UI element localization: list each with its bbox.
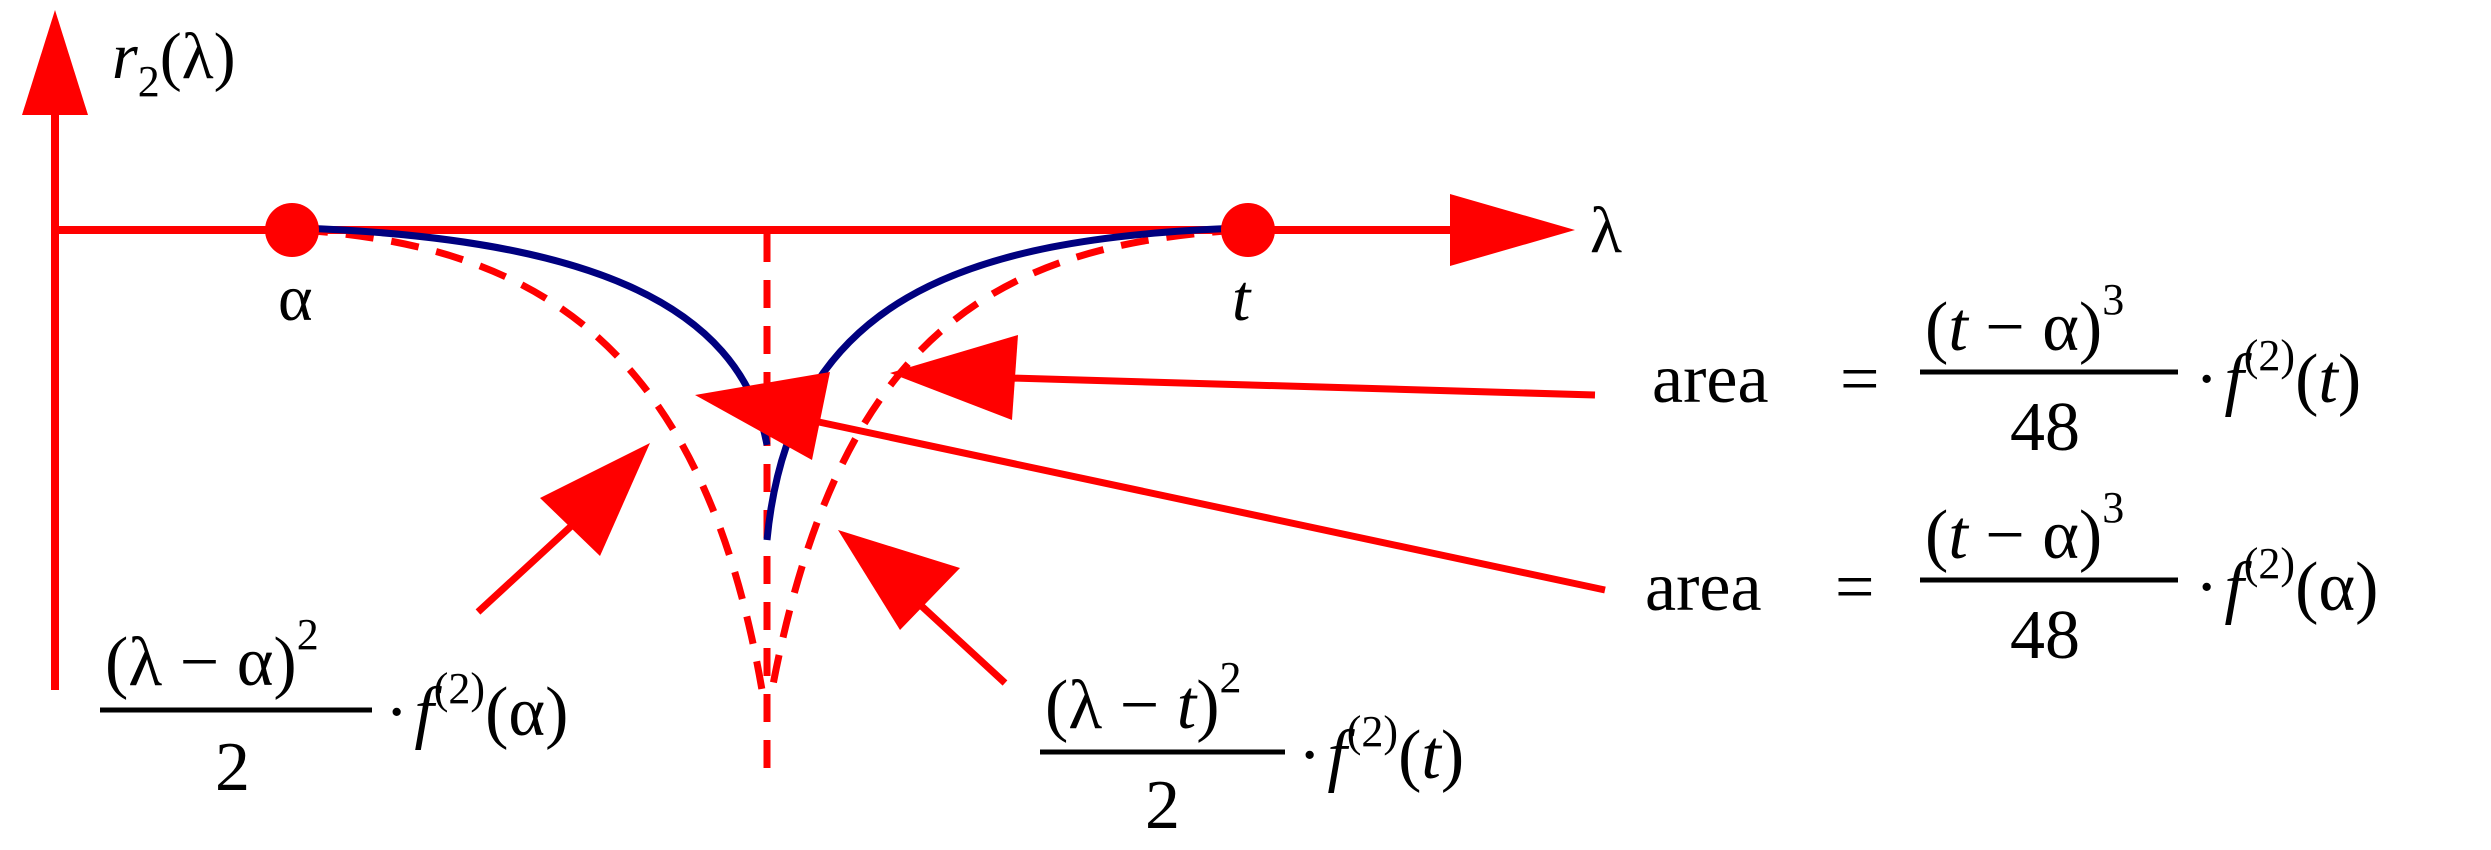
y-axis-label: r2(λ) — [112, 20, 236, 106]
arrow-area-alpha — [695, 372, 1606, 594]
svg-text:(t − α)3: (t − α)3 — [1925, 483, 2124, 574]
svg-text:=: = — [1840, 341, 1879, 418]
svg-text:2: 2 — [215, 729, 250, 806]
svg-text:·f(2)(α): ·f(2)(α) — [385, 664, 568, 751]
svg-text:·f(2)(t): ·f(2)(t) — [1298, 707, 1464, 794]
svg-text:(t − α)3: (t − α)3 — [1925, 275, 2124, 366]
svg-text:·f(2)(α): ·f(2)(α) — [2195, 539, 2378, 626]
svg-text:·f(2)(t): ·f(2)(t) — [2195, 331, 2361, 418]
solid-curve-right — [763, 224, 1241, 541]
point-t-label: t — [1232, 262, 1252, 335]
arrow-area-t — [890, 335, 1596, 420]
svg-text:48: 48 — [2010, 389, 2080, 466]
svg-text:(λ − α)2: (λ − α)2 — [105, 610, 319, 701]
left-quadratic-formula: (λ − α)2 2 ·f(2)(α) — [100, 610, 568, 806]
y-axis-arrowhead — [22, 10, 88, 115]
right-quadratic-formula: (λ − t)2 2 ·f(2)(t) — [1040, 653, 1464, 844]
svg-text:2: 2 — [1145, 767, 1180, 844]
area-formula-alpha: area = (t − α)3 48 ·f(2)(α) — [1645, 483, 2378, 674]
x-axis-label: λ — [1590, 194, 1622, 267]
dashed-curve-right — [768, 226, 1241, 691]
svg-text:area: area — [1652, 341, 1769, 418]
dashed-curve-left — [299, 226, 766, 691]
point-alpha-label: α — [278, 262, 313, 335]
svg-text:area: area — [1645, 549, 1762, 626]
arrow-left-formula — [475, 443, 650, 615]
arrow-right-formula — [838, 530, 1008, 686]
solid-curve-left — [299, 224, 771, 446]
x-axis-arrowhead — [1450, 194, 1575, 266]
area-formula-t: area = (t − α)3 48 ·f(2)(t) — [1652, 275, 2361, 466]
point-t — [1221, 203, 1275, 257]
point-alpha — [265, 203, 319, 257]
svg-text:=: = — [1835, 549, 1874, 626]
svg-text:48: 48 — [2010, 597, 2080, 674]
svg-text:(λ − t)2: (λ − t)2 — [1045, 653, 1242, 744]
